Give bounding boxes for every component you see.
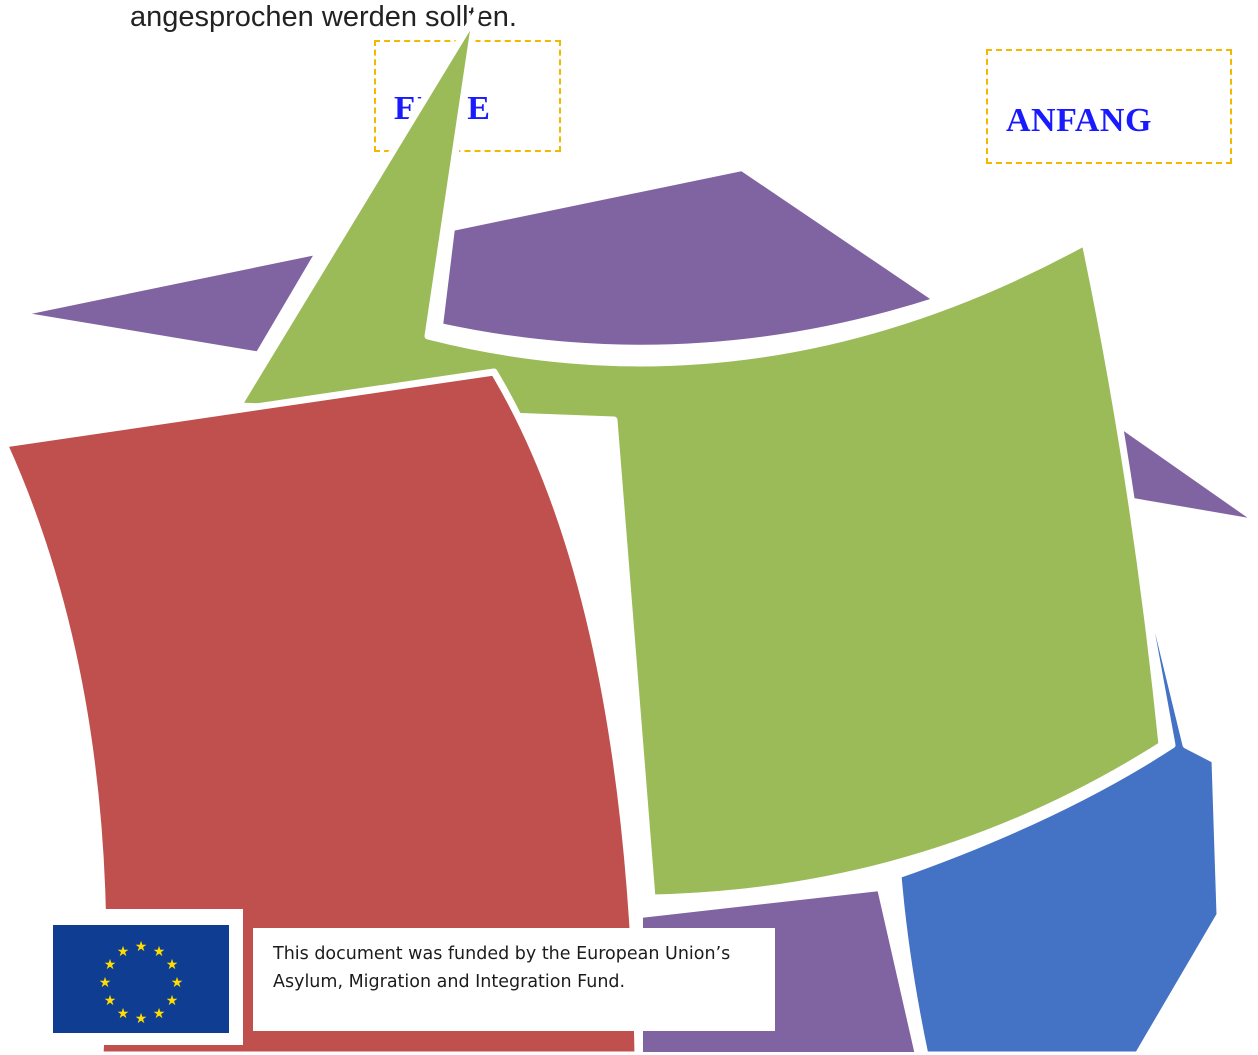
svg-text:★: ★ <box>166 993 179 1009</box>
purple-arrow-right <box>1114 418 1258 525</box>
svg-text:★: ★ <box>99 975 112 991</box>
anfang-label-box <box>986 49 1232 164</box>
anfang-label: ANFANG <box>1006 102 1152 139</box>
eu-flag-icon: ★ ★ ★ ★ ★ ★ ★ ★ ★ ★ ★ ★ <box>53 925 229 1033</box>
svg-text:★: ★ <box>153 1006 166 1022</box>
blue-segment <box>894 511 1224 1055</box>
svg-text:★: ★ <box>166 957 179 973</box>
eu-flag-card: ★ ★ ★ ★ ★ ★ ★ ★ ★ ★ ★ ★ <box>41 909 243 1045</box>
purple-band-top <box>437 165 940 351</box>
svg-text:★: ★ <box>171 975 184 991</box>
funding-text: This document was funded by the European… <box>273 944 731 992</box>
svg-text:★: ★ <box>135 1011 148 1027</box>
funding-notice: This document was funded by the European… <box>253 928 775 1031</box>
svg-text:★: ★ <box>117 1006 130 1022</box>
top-text-line: angesprochen werden sollten. <box>130 1 517 33</box>
svg-text:★: ★ <box>135 939 148 955</box>
svg-text:★: ★ <box>104 993 117 1009</box>
green-segment <box>234 10 1166 902</box>
svg-text:★: ★ <box>117 944 130 960</box>
purple-arrow-left <box>17 248 324 357</box>
svg-text:★: ★ <box>104 957 117 973</box>
svg-text:★: ★ <box>153 944 166 960</box>
